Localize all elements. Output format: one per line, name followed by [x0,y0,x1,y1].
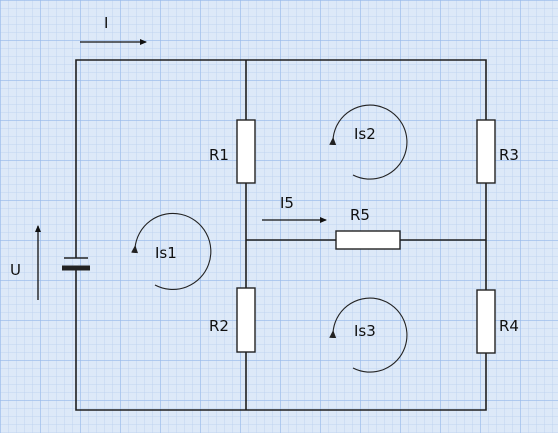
label-r2: R2 [209,317,229,335]
resistor-r1 [236,119,256,184]
label-r3: R3 [499,146,519,164]
label-r4: R4 [499,317,519,335]
battery-icon [62,257,90,271]
label-r5: R5 [350,206,370,224]
label-is3: Is3 [354,322,376,340]
label-is1: Is1 [155,244,177,262]
wire-outer-loop [75,59,487,411]
label-voltage-u: U [10,261,21,279]
loop-is3-icon [329,297,408,373]
resistor-r4 [476,289,496,354]
label-r1: R1 [209,146,229,164]
label-current-i5: I5 [280,194,294,212]
wiring [74,59,487,411]
resistor-r5 [335,230,401,250]
label-current-i: I [104,14,108,32]
resistor-r3 [476,119,496,184]
resistor-r2 [236,287,256,353]
loop-is2-icon [329,104,408,180]
label-is2: Is2 [354,125,376,143]
loop-is1-icon [131,212,212,290]
